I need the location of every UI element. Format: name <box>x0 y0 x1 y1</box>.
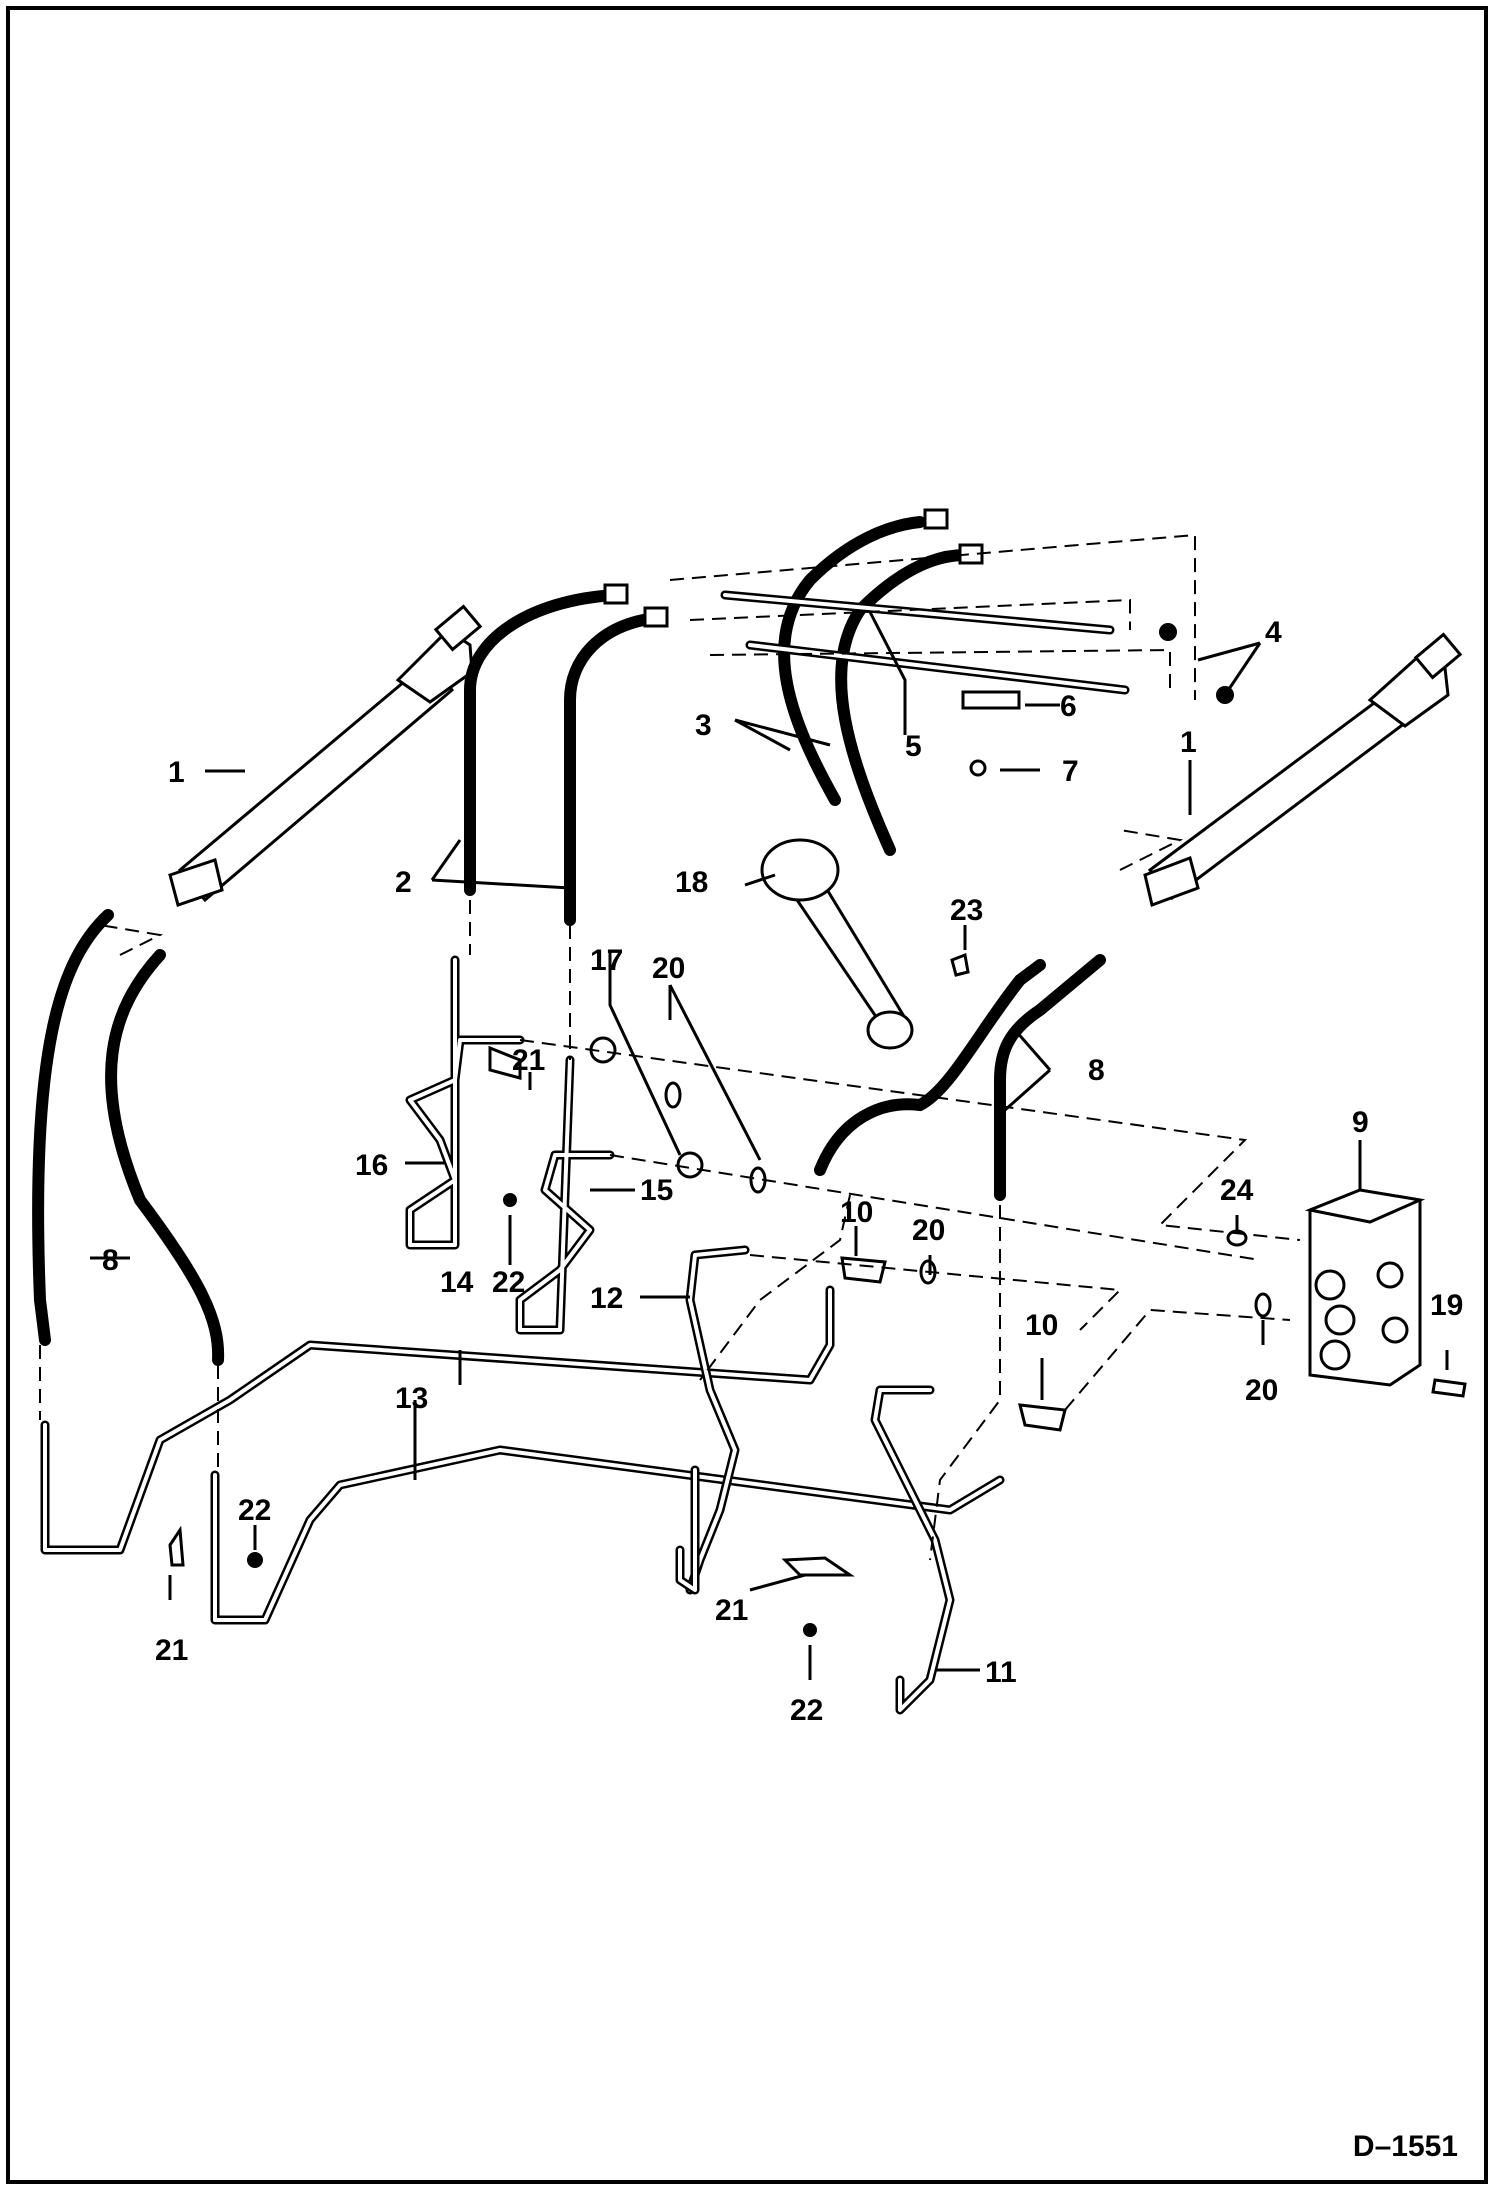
callout-8-right: 8 <box>1088 1054 1105 1087</box>
callout-1-right: 1 <box>1180 726 1197 759</box>
callout-21-left: 21 <box>155 1634 188 1667</box>
callout-23: 23 <box>950 894 983 927</box>
callout-10-upper: 10 <box>840 1196 873 1229</box>
cylinder-18 <box>760 838 914 1050</box>
lift-cylinder-left <box>168 604 483 907</box>
callout-14: 14 <box>440 1266 474 1299</box>
lift-cylinder-right <box>1143 632 1463 907</box>
tubes <box>40 590 1130 1715</box>
callout-labels: 1 1 2 3 4 5 6 7 8 8 9 10 10 11 12 13 14 … <box>102 616 1463 1727</box>
callout-16: 16 <box>355 1149 388 1182</box>
callout-21-top: 21 <box>512 1044 545 1077</box>
callout-13: 13 <box>395 1382 428 1415</box>
callout-9: 9 <box>1352 1106 1369 1139</box>
callout-21-bottom: 21 <box>715 1594 748 1627</box>
callout-3: 3 <box>695 709 712 742</box>
callout-20-right: 20 <box>1245 1374 1278 1407</box>
callout-19: 19 <box>1430 1289 1463 1322</box>
fittings <box>168 508 1467 1637</box>
callout-22-left: 22 <box>238 1494 271 1527</box>
drawing-number: D–1551 <box>1352 2130 1458 2163</box>
callout-22-middle: 22 <box>492 1266 525 1299</box>
callout-2: 2 <box>395 866 412 899</box>
callout-1-left: 1 <box>168 756 185 789</box>
diagram-frame <box>6 6 1488 2184</box>
callout-18: 18 <box>675 866 708 899</box>
callout-20-middle: 20 <box>912 1214 945 1247</box>
callout-17: 17 <box>590 944 623 977</box>
control-valve-9 <box>1304 1188 1426 1387</box>
callout-20-top: 20 <box>652 952 685 985</box>
callout-12: 12 <box>590 1282 623 1315</box>
callout-7: 7 <box>1062 755 1079 788</box>
assembly-dash-lines <box>39 533 1301 1561</box>
hoses <box>32 516 1106 1366</box>
callout-5: 5 <box>905 730 922 763</box>
callout-4: 4 <box>1265 616 1282 649</box>
callout-10-lower: 10 <box>1025 1309 1058 1342</box>
callout-6: 6 <box>1060 690 1077 723</box>
callout-15: 15 <box>640 1174 673 1207</box>
leader-lines <box>90 611 1449 1680</box>
callout-24: 24 <box>1220 1174 1254 1207</box>
callout-11: 11 <box>985 1656 1017 1689</box>
callout-22-bottom: 22 <box>790 1694 823 1727</box>
callout-8-left: 8 <box>102 1244 119 1277</box>
